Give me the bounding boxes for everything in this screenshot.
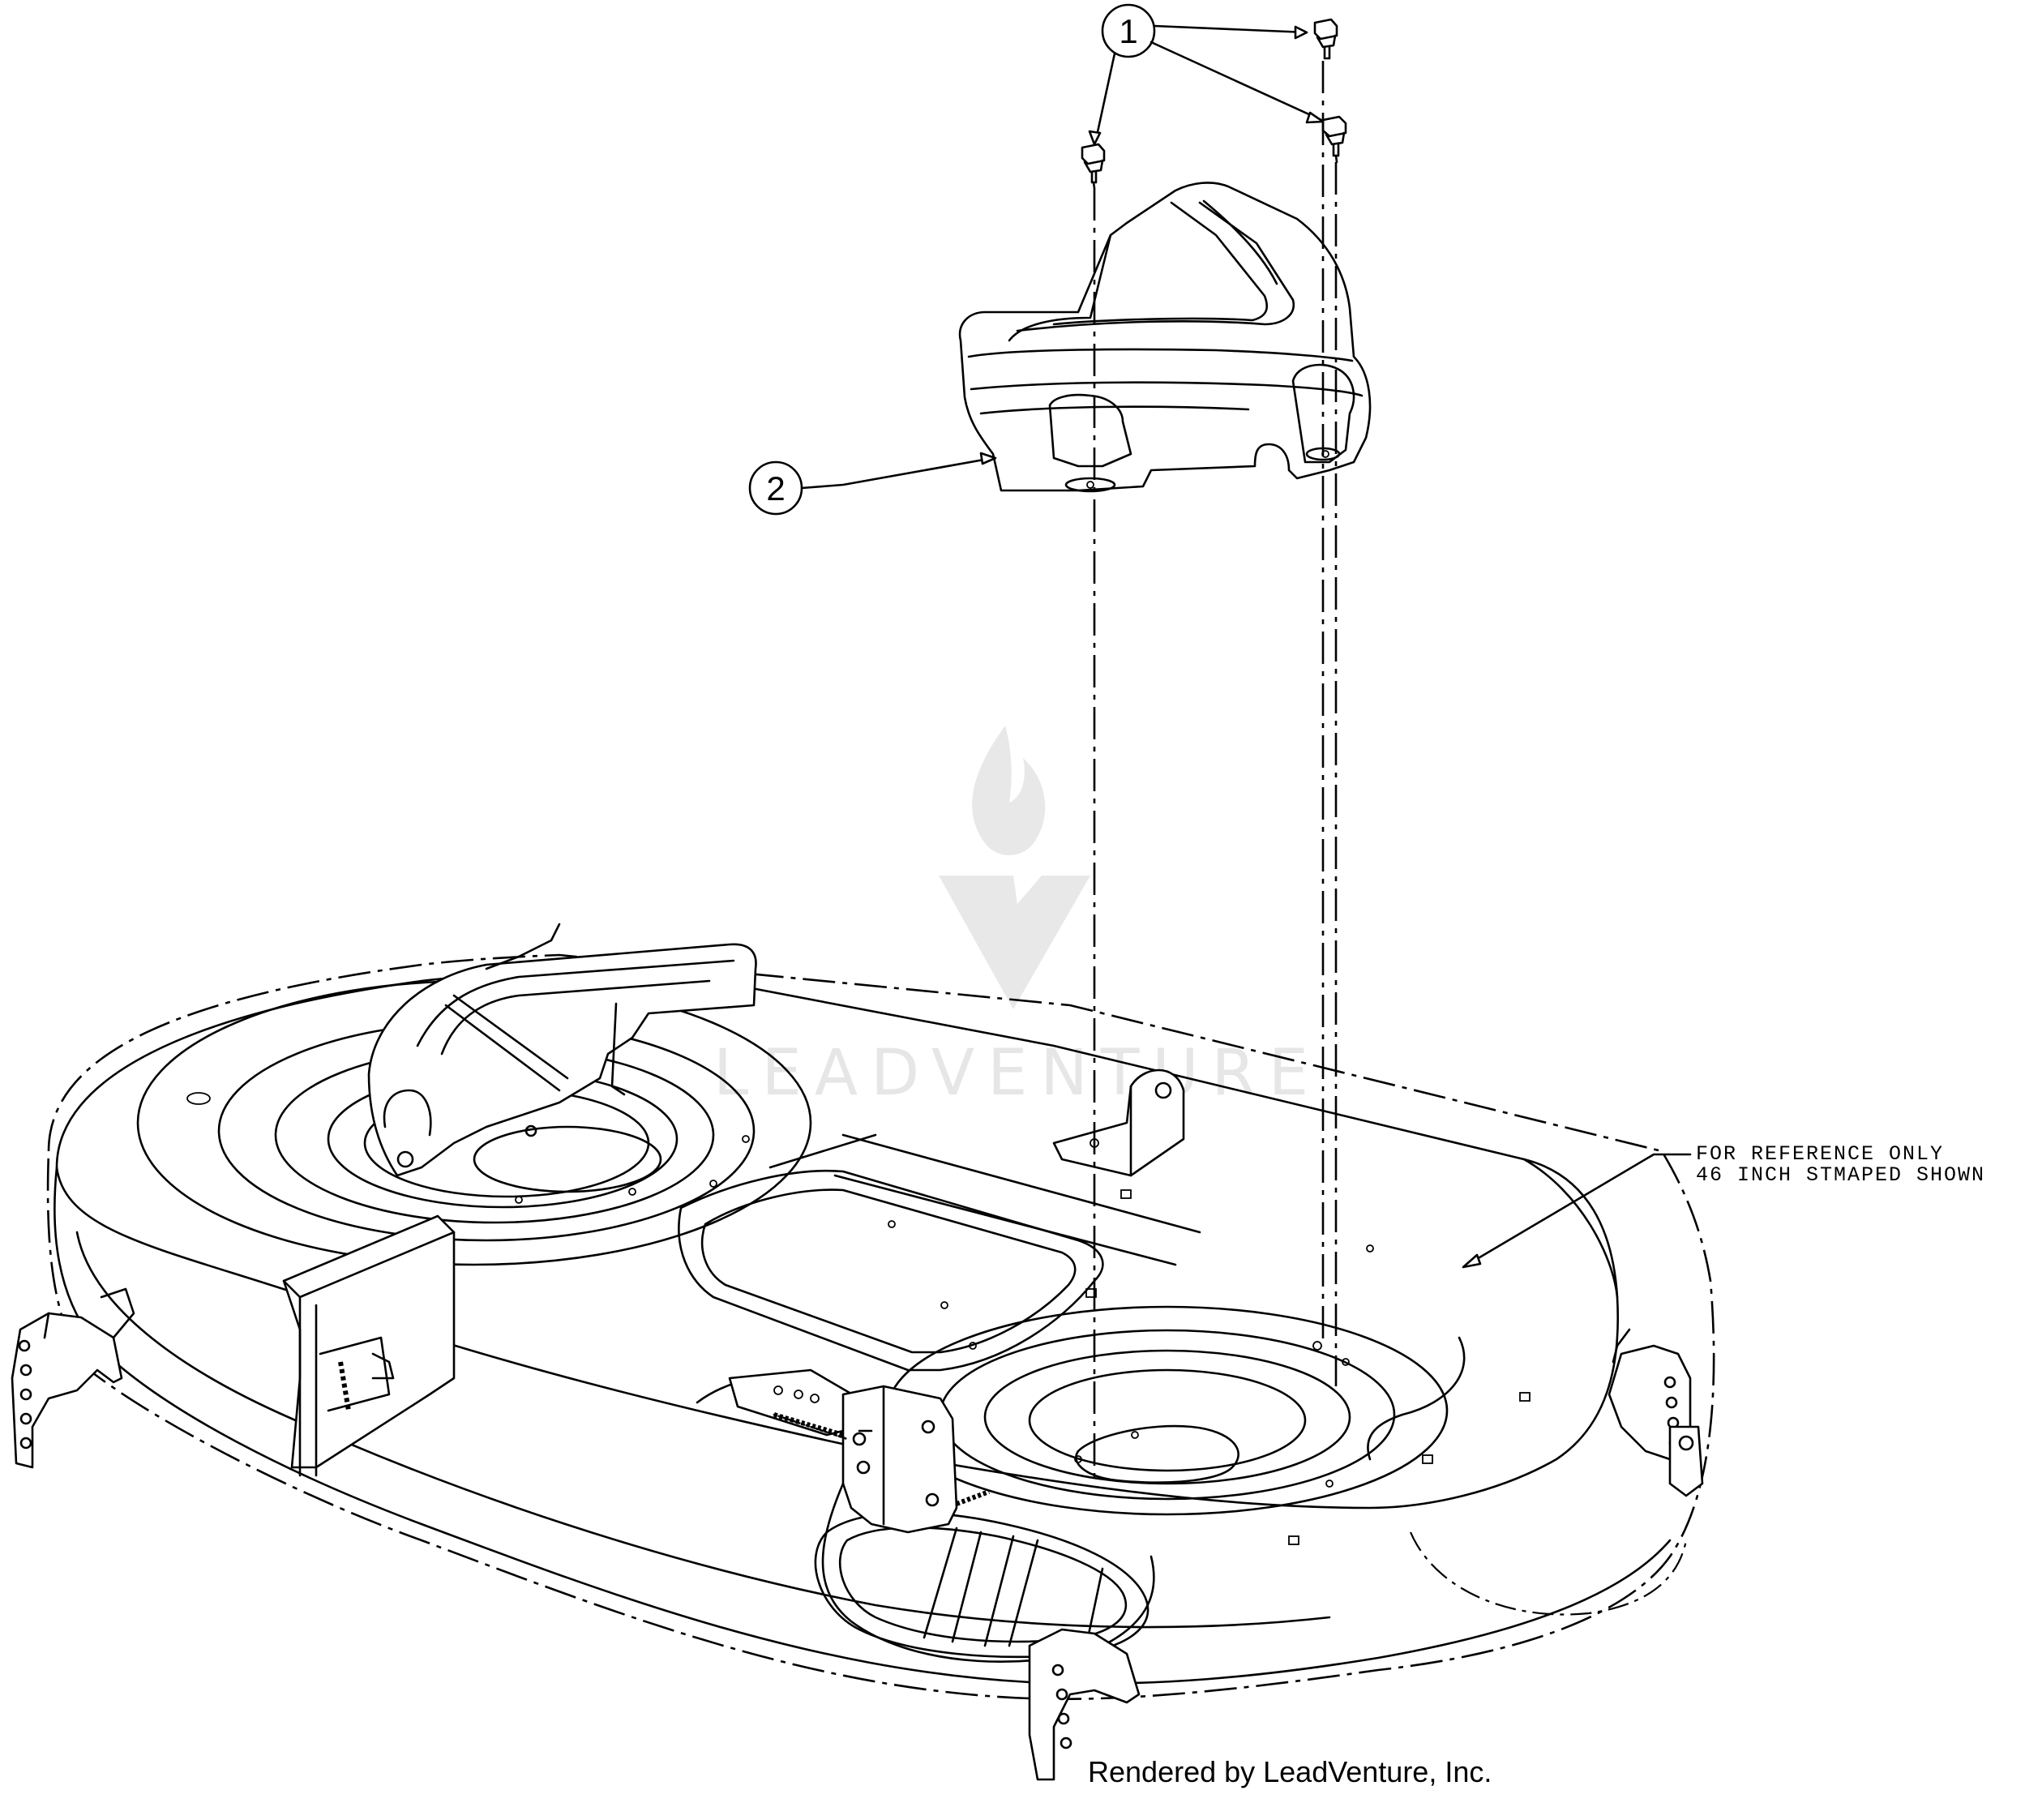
left-gauge-bracket	[11, 1287, 135, 1469]
reference-note-line-1: FOR REFERENCE ONLY	[1696, 1142, 1944, 1166]
center-bridge	[678, 1133, 1201, 1372]
right-gauge-bracket	[1608, 1328, 1704, 1497]
right-rim-edge	[1522, 1158, 1619, 1299]
callout-1: 1	[1088, 3, 1325, 146]
callout-1-bubble	[1101, 3, 1156, 58]
assembly-center-lines	[1093, 61, 1338, 1484]
deck-skirt-inner-edge	[75, 1231, 1331, 1629]
callout-1-number: 1	[1119, 12, 1137, 50]
credit-text: Rendered by LeadVenture, Inc.	[1088, 1755, 1492, 1788]
callout-2-number: 2	[766, 469, 785, 507]
watermark-text: LEADVENTURE	[713, 1037, 1321, 1110]
callout-2: 2	[748, 452, 997, 516]
reference-note-line-2: 46 INCH STMAPED SHOWN	[1696, 1163, 1985, 1187]
mower-deck	[11, 923, 1715, 1781]
center-front-bracket	[728, 1368, 991, 1534]
front-gauge-bracket	[1028, 1628, 1141, 1781]
watermark-flame-icon	[972, 726, 1046, 855]
right-groove	[1367, 1336, 1466, 1461]
watermark-v-icon	[939, 876, 1090, 1009]
watermark: LEADVENTURE	[713, 726, 1321, 1110]
deck-right-dashed-skirt	[1409, 1531, 1688, 1616]
left-front-bracket	[282, 1214, 456, 1477]
reference-note: FOR REFERENCE ONLY 46 INCH STMAPED SHOWN	[1462, 1142, 1985, 1269]
deck-outer-dashed-outline	[46, 953, 1715, 1701]
screw-part-1-lower-right	[1321, 115, 1347, 164]
belt-cover-part-2	[958, 182, 1372, 493]
screw-part-1-left	[1081, 143, 1106, 190]
left-belt-cover-reference	[367, 923, 757, 1177]
screw-part-1-upper-right	[1313, 18, 1338, 60]
